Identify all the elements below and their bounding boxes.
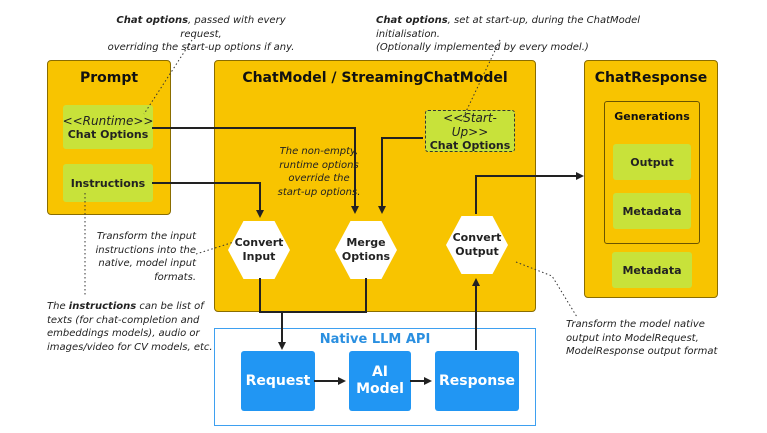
chatmodel-title: ChatModel / StreamingChatModel <box>242 70 508 86</box>
startup-chat-options-box: <<Start-Up>> Chat Options <box>425 110 515 152</box>
merge-options-node: Merge Options <box>335 221 397 279</box>
metadata-inner-box: Metadata <box>613 193 691 229</box>
chatmodel-panel: ChatModel / StreamingChatModel <<Start-U… <box>214 60 536 312</box>
output-box: Output <box>613 144 691 180</box>
chatresponse-panel: ChatResponse Generations Output Metadata… <box>584 60 718 298</box>
startup-tag: <<Start-Up>> <box>443 110 497 139</box>
generations-title: Generations <box>614 110 690 123</box>
runtime-chat-options-box: <<Runtime>> Chat Options <box>63 105 153 149</box>
note-transform-output: Transform the model native output into M… <box>566 319 718 357</box>
runtime-chat-options-label: Chat Options <box>67 127 149 141</box>
metadata-outer-box: Metadata <box>612 252 692 288</box>
note-transform-input: Transform the input instructions into th… <box>95 231 196 283</box>
instructions-box: Instructions <box>63 164 153 202</box>
prompt-title: Prompt <box>79 70 139 86</box>
runtime-tag: <<Runtime>> <box>62 113 154 128</box>
generations-box: Generations Output Metadata <box>604 101 700 244</box>
note-runtime-chat-options: Chat options, passed with every request,… <box>107 15 295 53</box>
instructions-label: Instructions <box>70 176 146 190</box>
request-box: Request <box>241 351 315 411</box>
native-llm-api-title: Native LLM API <box>319 332 431 347</box>
response-box: Response <box>435 351 519 411</box>
native-llm-api-panel: Native LLM API Request AI Model Response <box>214 328 536 426</box>
note-startup-chat-options: Chat options, set at start-up, during th… <box>376 15 641 53</box>
convert-output-node: Convert Output <box>446 216 508 274</box>
note-instructions: The instructions can be list of texts (f… <box>47 301 213 353</box>
ai-model-box: AI Model <box>349 351 411 411</box>
startup-chat-options-label: Chat Options <box>429 138 511 152</box>
convert-input-node: Convert Input <box>228 221 290 279</box>
override-note: The non-empty, runtime options override … <box>277 146 361 198</box>
prompt-panel: Prompt <<Runtime>> Chat Options Instruct… <box>47 60 171 215</box>
chatresponse-title: ChatResponse <box>594 70 708 86</box>
